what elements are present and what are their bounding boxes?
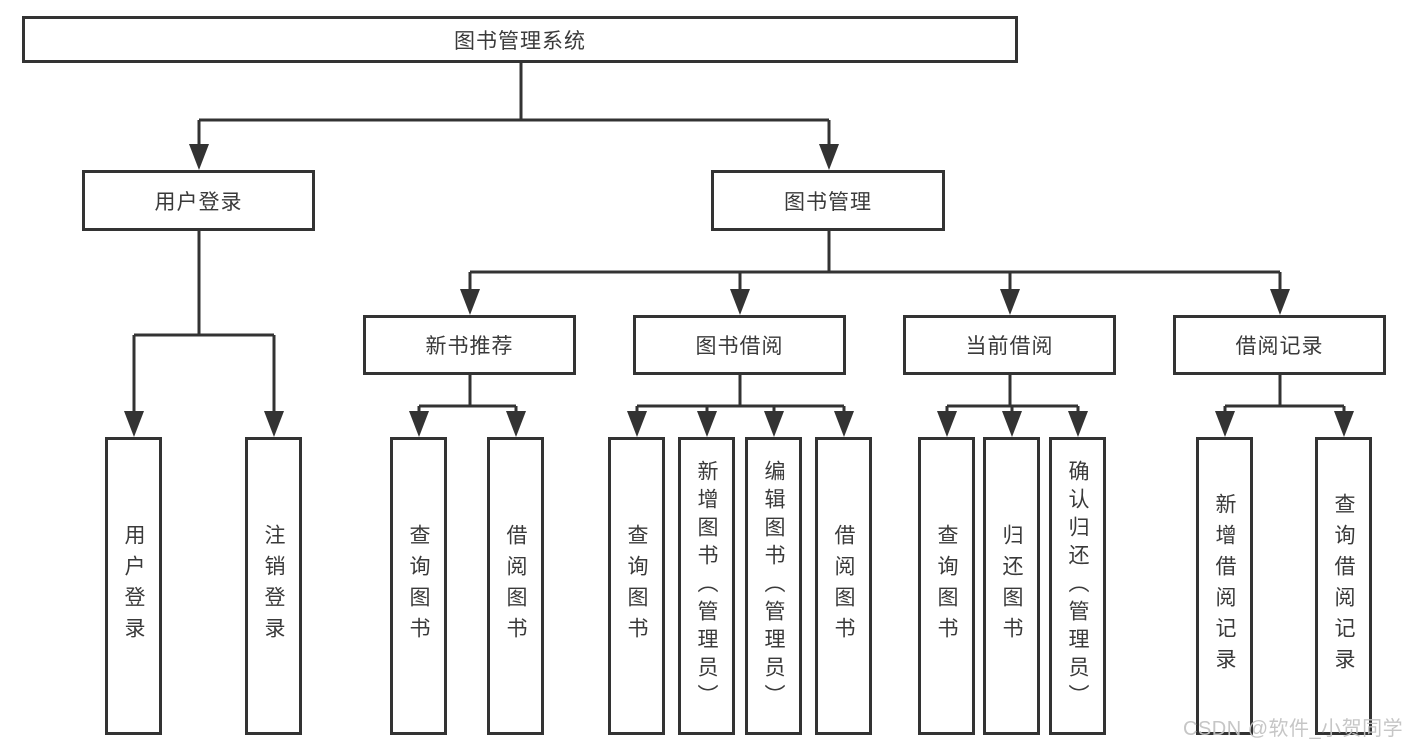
node-book-borrow: 图书借阅: [633, 315, 846, 375]
leaf-add-books-admin: 新增图书（管理员）: [678, 437, 735, 735]
leaf-borrow-books-label: 借阅图书: [832, 524, 855, 648]
node-book-management: 图书管理: [711, 170, 945, 231]
leaf-query-books-current-label: 查询图书: [935, 524, 958, 648]
leaf-logout-label: 注销登录: [262, 524, 285, 648]
leaf-query-books-borrow-label: 查询图书: [625, 524, 648, 648]
leaf-borrow-books-recommend-label: 借阅图书: [504, 524, 527, 648]
node-new-book-recommend-label: 新书推荐: [425, 335, 514, 358]
leaf-query-borrow-record: 查询借阅记录: [1315, 437, 1372, 735]
leaf-query-books-borrow: 查询图书: [608, 437, 665, 735]
node-user-login-label: 用户登录: [154, 190, 243, 214]
leaf-edit-books-admin-label: 编辑图书（管理员）: [762, 460, 785, 712]
node-system-root: 图书管理系统: [22, 16, 1018, 63]
leaf-return-books-label: 归还图书: [1000, 524, 1023, 648]
leaf-borrow-books: 借阅图书: [815, 437, 872, 735]
leaf-add-borrow-record: 新增借阅记录: [1196, 437, 1253, 735]
leaf-logout: 注销登录: [245, 437, 302, 735]
node-system-root-label: 图书管理系统: [454, 29, 586, 53]
leaf-query-books-recommend-label: 查询图书: [407, 524, 430, 648]
leaf-confirm-return-admin-label: 确认归还（管理员）: [1066, 460, 1089, 712]
leaf-borrow-books-recommend: 借阅图书: [487, 437, 544, 735]
leaf-query-books-recommend: 查询图书: [390, 437, 447, 735]
leaf-query-borrow-record-label: 查询借阅记录: [1332, 493, 1355, 679]
leaf-user-login: 用户登录: [105, 437, 162, 735]
leaf-add-borrow-record-label: 新增借阅记录: [1213, 493, 1236, 679]
leaf-return-books: 归还图书: [983, 437, 1040, 735]
leaf-user-login-label: 用户登录: [122, 524, 145, 648]
leaf-edit-books-admin: 编辑图书（管理员）: [745, 437, 802, 735]
node-current-borrow: 当前借阅: [903, 315, 1116, 375]
node-book-borrow-label: 图书借阅: [695, 335, 784, 358]
node-borrow-records-label: 借阅记录: [1235, 335, 1324, 358]
node-book-management-label: 图书管理: [784, 190, 872, 214]
leaf-query-books-current: 查询图书: [918, 437, 975, 735]
csdn-watermark: CSDN @软件_小贺同学: [1183, 718, 1404, 740]
leaf-add-books-admin-label: 新增图书（管理员）: [695, 460, 718, 712]
node-current-borrow-label: 当前借阅: [965, 335, 1054, 358]
node-new-book-recommend: 新书推荐: [363, 315, 576, 375]
node-user-login: 用户登录: [82, 170, 315, 231]
node-borrow-records: 借阅记录: [1173, 315, 1386, 375]
leaf-confirm-return-admin: 确认归还（管理员）: [1049, 437, 1106, 735]
